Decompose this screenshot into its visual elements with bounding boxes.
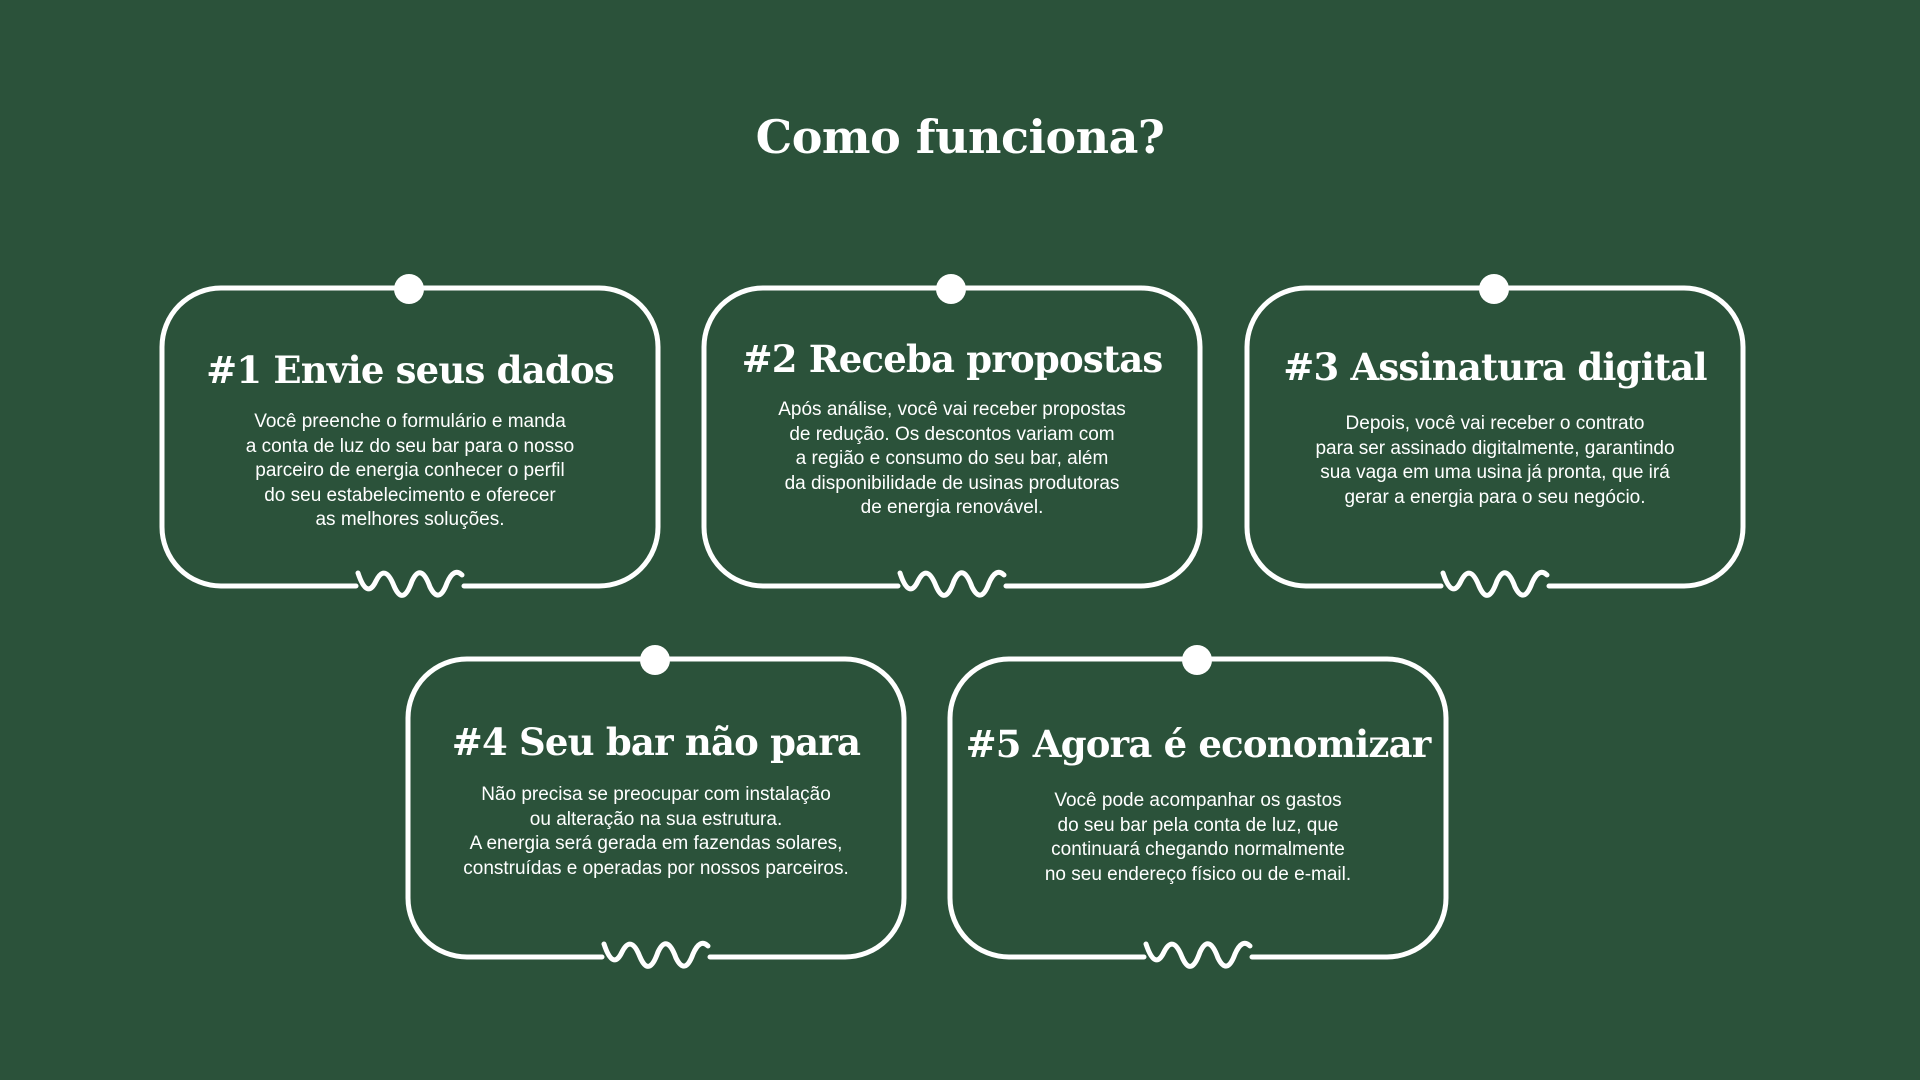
top-dot-icon: [394, 274, 424, 304]
top-dot-icon: [1479, 274, 1509, 304]
step-description: Você pode acompanhar os gastos do seu ba…: [973, 789, 1423, 887]
step-heading: #3 Assinatura digital: [1283, 345, 1707, 389]
step-card-3: #3 Assinatura digital Depois, você vai r…: [1244, 274, 1746, 598]
description-line: Não precisa se preocupar com instalação: [481, 784, 831, 805]
step-card-5: #5 Agora é economizar Você pode acompanh…: [947, 645, 1449, 969]
description-line: sua vaga em uma usina já pronta, que irá: [1320, 462, 1670, 483]
description-line: do seu bar pela conta de luz, que: [1057, 814, 1339, 836]
step-description: Após análise, você vai receber propostas…: [727, 398, 1177, 521]
step-heading: #4 Seu bar não para: [451, 720, 861, 764]
top-dot-icon: [640, 645, 670, 675]
description-line: a região e consumo do seu bar, além: [795, 448, 1109, 469]
wave-squiggle-icon: [897, 569, 1007, 598]
card-frame: [405, 645, 907, 969]
step-description: Você preenche o formulário e manda a con…: [185, 410, 635, 533]
description-line: construídas e operadas por nossos parcei…: [463, 857, 849, 879]
description-line: de energia renovável.: [860, 497, 1044, 518]
description-line: Você pode acompanhar os gastos: [1054, 790, 1342, 811]
top-dot-icon: [936, 274, 966, 304]
step-card-4: #4 Seu bar não para Não precisa se preoc…: [405, 645, 907, 969]
top-dot-icon: [1182, 645, 1212, 675]
description-line: as melhores soluções.: [315, 509, 505, 530]
wave-squiggle-icon: [1440, 569, 1550, 598]
step-heading: #2 Receba propostas: [741, 337, 1164, 381]
step-card-1: #1 Envie seus dados Você preenche o form…: [159, 274, 661, 598]
wave-squiggle-icon: [601, 940, 711, 969]
description-line: A energia será gerada em fazendas solare…: [469, 833, 843, 854]
card-frame: [159, 274, 661, 598]
description-line: ou alteração na sua estrutura.: [529, 808, 783, 830]
description-line: Após análise, você vai receber propostas: [778, 399, 1126, 420]
card-frame: [947, 645, 1449, 969]
step-description: Depois, você vai receber o contrato para…: [1270, 412, 1720, 510]
description-line: do seu estabelecimento e oferecer: [264, 484, 556, 506]
description-line: de redução. Os descontos variam com: [789, 423, 1115, 445]
card-frame: [701, 274, 1203, 598]
description-line: parceiro de energia conhecer o perfil: [255, 460, 565, 481]
page-title: Como funciona?: [755, 110, 1165, 164]
description-line: da disponibilidade de usinas produtoras: [784, 472, 1120, 494]
step-card-2: #2 Receba propostas Após análise, você v…: [701, 274, 1203, 598]
description-line: no seu endereço físico ou de e-mail.: [1044, 863, 1352, 885]
step-heading: #1 Envie seus dados: [206, 348, 615, 392]
description-line: continuará chegando normalmente: [1051, 839, 1345, 860]
step-description: Não precisa se preocupar com instalação …: [431, 783, 881, 881]
description-line: a conta de luz do seu bar para o nosso: [245, 435, 575, 457]
description-line: Você preenche o formulário e manda: [254, 411, 566, 432]
description-line: para ser assinado digitalmente, garantin…: [1315, 437, 1675, 459]
wave-squiggle-icon: [355, 569, 465, 598]
card-frame: [1244, 274, 1746, 598]
description-line: Depois, você vai receber o contrato: [1345, 413, 1645, 434]
wave-squiggle-icon: [1143, 940, 1253, 969]
description-line: gerar a energia para o seu negócio.: [1344, 486, 1646, 508]
step-heading: #5 Agora é economizar: [965, 722, 1432, 766]
